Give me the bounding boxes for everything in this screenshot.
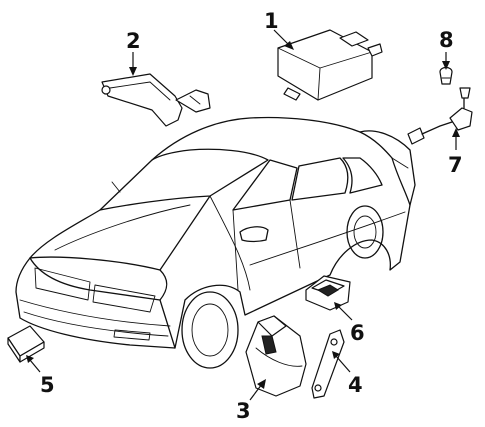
part-2-sensor-bracket (101, 73, 211, 127)
part-4-mount-bracket (311, 329, 345, 399)
callout-7: 7 (448, 153, 463, 177)
callout-8: 8 (439, 28, 454, 52)
sedan-illustration (15, 116, 416, 369)
callout-3: 3 (236, 399, 251, 423)
part-8-bulb (439, 66, 453, 85)
callout-1: 1 (264, 9, 279, 33)
part-6-switch (305, 275, 351, 311)
part-7-wiring-harness (407, 87, 473, 145)
part-1-control-module (277, 29, 383, 101)
callout-4: 4 (348, 373, 363, 397)
part-3-impact-sensor (245, 315, 307, 397)
callout-5: 5 (40, 373, 55, 397)
callout-2: 2 (126, 29, 141, 53)
callout-arrows (26, 29, 460, 401)
callout-6: 6 (350, 321, 365, 345)
part-5-sensor-pad (7, 325, 45, 363)
